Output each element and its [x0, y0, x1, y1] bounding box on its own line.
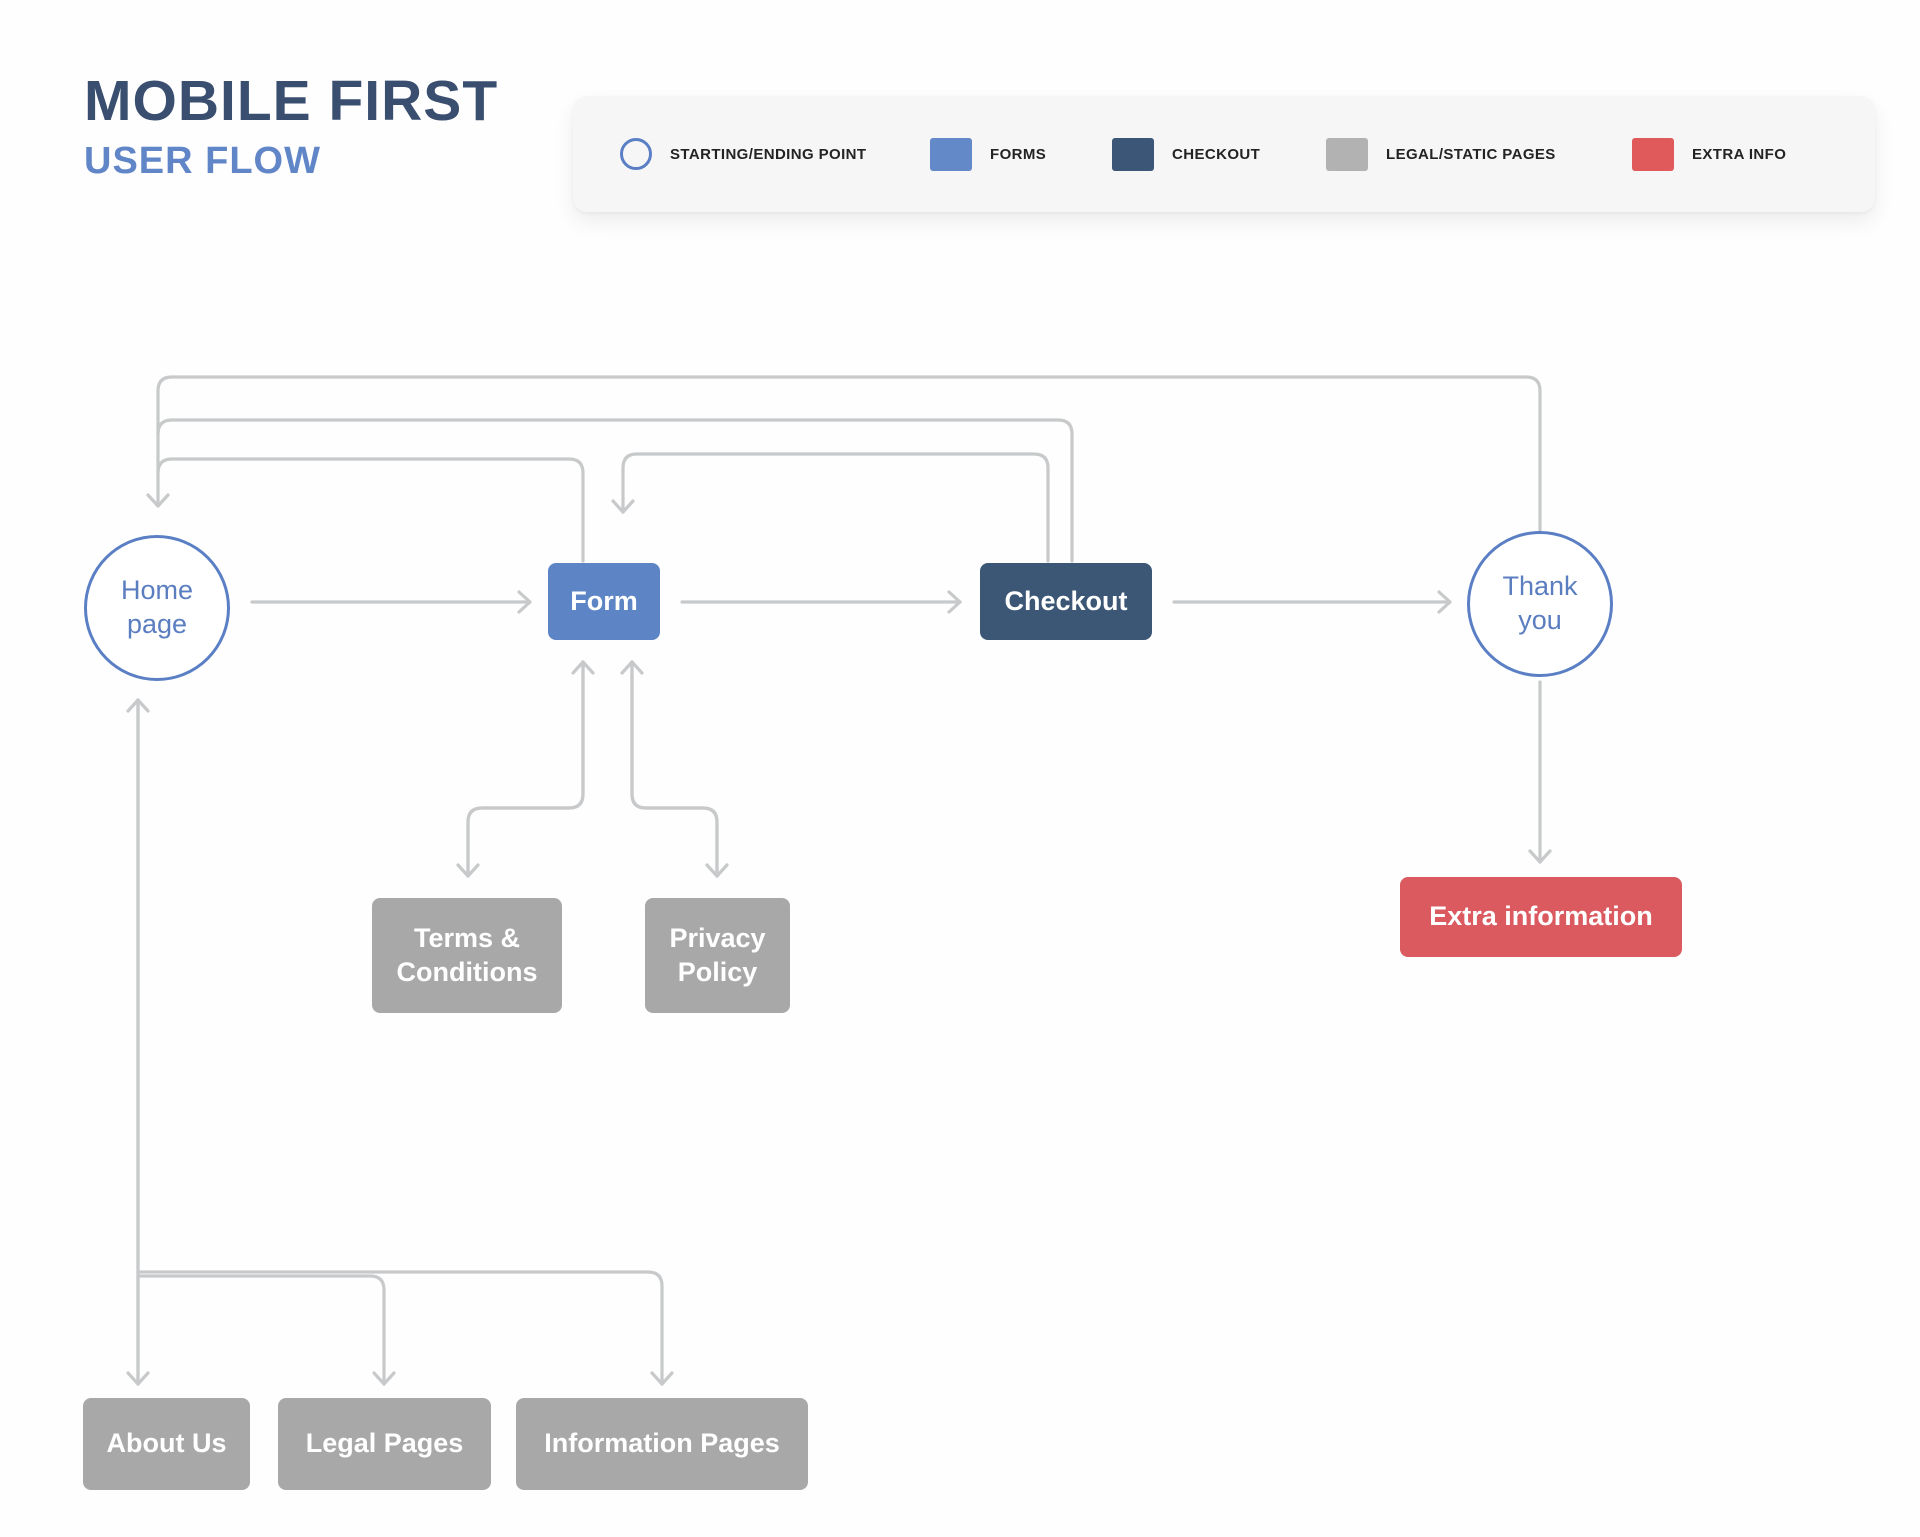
forms-swatch-icon — [930, 137, 972, 171]
node-label: Legal Pages — [305, 1428, 464, 1459]
edge-home-to-information-pages — [138, 1270, 674, 1386]
legend-item-legal-static-pages: LEGAL/STATIC PAGES — [1326, 96, 1556, 212]
legend-label: STARTING/ENDING POINT — [670, 145, 867, 163]
legend-label: CHECKOUT — [1172, 145, 1261, 163]
edge-checkout-to-form — [611, 452, 1050, 563]
node-label: Extra information — [1429, 901, 1653, 932]
node-information-pages[interactable]: Information Pages — [516, 1398, 808, 1490]
node-label: About Us — [106, 1428, 227, 1459]
edge-privacy-to-form — [620, 660, 719, 878]
legend-item-forms: FORMS — [930, 96, 1046, 212]
legend-item-extra-info: EXTRA INFO — [1632, 96, 1786, 212]
node-thank-you[interactable]: Thank you — [1467, 531, 1613, 677]
edge-home-to-legal-pages — [138, 1274, 396, 1386]
edge-terms-to-form — [466, 660, 595, 878]
node-label: Form — [570, 585, 638, 616]
node-extra-information[interactable]: Extra information — [1400, 877, 1682, 957]
node-label: Checkout — [1004, 585, 1128, 616]
node-home-page[interactable]: Home page — [84, 535, 230, 681]
legal-swatch-icon — [1326, 137, 1368, 171]
legend-label: LEGAL/STATIC PAGES — [1386, 145, 1556, 163]
edge-thankyou-to-home — [146, 375, 1542, 532]
node-terms-conditions[interactable]: Terms & Conditions — [372, 898, 562, 1013]
legend-item-starting-ending-point: STARTING/ENDING POINT — [620, 96, 866, 212]
node-label: Information Pages — [544, 1428, 780, 1459]
node-label: Privacy Policy — [669, 922, 766, 987]
edge-form-to-terms — [456, 660, 585, 878]
node-checkout[interactable]: Checkout — [980, 563, 1152, 640]
page-subtitle: USER FLOW — [84, 139, 321, 182]
edge-form-to-privacy — [630, 660, 729, 878]
node-form[interactable]: Form — [548, 563, 660, 640]
legend-item-checkout: CHECKOUT — [1112, 96, 1260, 212]
edge-checkout-to-home — [156, 418, 1074, 563]
checkout-swatch-icon — [1112, 137, 1154, 171]
node-label: Thank you — [1502, 571, 1578, 635]
extra-swatch-icon — [1632, 137, 1674, 171]
circle-outline-icon — [620, 138, 652, 170]
header: MOBILE FIRST USER FLOW — [84, 69, 499, 182]
node-about-us[interactable]: About Us — [83, 1398, 250, 1490]
node-privacy-policy[interactable]: Privacy Policy — [645, 898, 790, 1013]
page-title: MOBILE FIRST — [84, 69, 499, 133]
legend-label: EXTRA INFO — [1692, 145, 1787, 163]
legend-panel: STARTING/ENDING POINT FORMS CHECKOUT LEG… — [573, 96, 1875, 212]
edge-form-to-home — [156, 457, 585, 563]
legend-label: FORMS — [990, 145, 1047, 163]
node-label: Terms & Conditions — [396, 922, 538, 987]
node-legal-pages[interactable]: Legal Pages — [278, 1398, 491, 1490]
node-label: Home page — [120, 575, 194, 639]
